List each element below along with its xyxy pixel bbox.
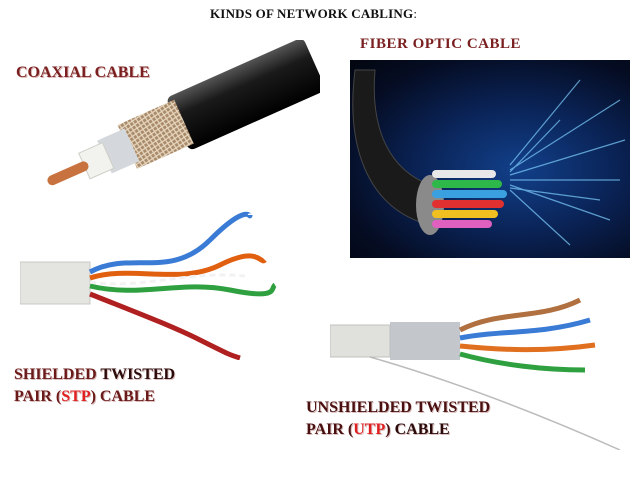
slide-title: KINDS OF NETWORK CABLING:: [210, 6, 417, 22]
stp-word-cable: ) CABLE: [90, 388, 156, 405]
utp-foil: [390, 322, 460, 360]
fiber-optic-drawing: [352, 69, 626, 246]
utp-word-cable: CABLE: [394, 421, 450, 438]
stp-cable-image: [20, 211, 277, 360]
coaxial-cable-image: [47, 40, 320, 186]
utp-paren: ): [385, 421, 395, 438]
coax-braid: [117, 99, 194, 169]
utp-cable-image: [330, 297, 621, 450]
fiber-strands: [432, 170, 507, 228]
stp-abbreviation: STP: [61, 388, 91, 405]
coax-copper-core: [47, 161, 89, 186]
stp-label: SHIELDED TWISTED PAIR (STP) CABLE: [14, 364, 175, 408]
utp-jacket: [330, 324, 391, 358]
stp-word-twisted: TWISTED: [100, 366, 176, 383]
fiber-label: FIBER OPTIC CABLE: [360, 36, 522, 52]
stp-label-line1: SHIELDED TWISTED: [14, 364, 175, 386]
utp-drain-wire: [369, 356, 621, 450]
utp-label-line2: PAIR (UTP) CABLE: [306, 419, 490, 441]
coaxial-label: COAXIAL CABLE: [16, 64, 150, 81]
utp-word-pair: PAIR (: [306, 421, 354, 438]
stp-jacket: [20, 261, 91, 305]
fiber-optic-image: [350, 60, 630, 258]
slide-title-text: KINDS OF NETWORK CABLING: [210, 6, 414, 21]
utp-label-line1: UNSHIELDED TWISTED: [306, 399, 491, 416]
utp-abbreviation: UTP: [353, 421, 386, 438]
stp-word-pair: PAIR (: [14, 388, 62, 405]
coax-jacket: [167, 40, 320, 150]
utp-label: UNSHIELDED TWISTED PAIR (UTP) CABLE: [306, 397, 490, 441]
stp-word-shielded: SHIELDED: [14, 366, 101, 383]
stp-label-line2: PAIR (STP) CABLE: [14, 386, 175, 408]
slide-title-colon: :: [413, 6, 418, 21]
